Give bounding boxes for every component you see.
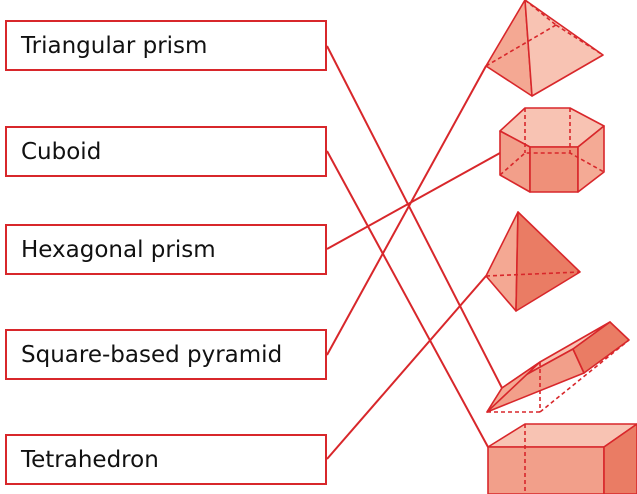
tetrahedron-shape	[485, 211, 581, 312]
connector-tetrahedron	[326, 275, 487, 460]
connector-hexagonal-prism	[326, 152, 501, 250]
label-hexagonal-prism: Hexagonal prism	[5, 224, 327, 275]
connector-triangular-prism	[326, 45, 503, 389]
connector-lines	[326, 45, 503, 460]
label-triangular-prism: Triangular prism	[5, 20, 327, 71]
connector-cuboid	[326, 150, 489, 448]
label-square-based-pyramid: Square-based pyramid	[5, 329, 327, 380]
hexagonal-prism-shape	[499, 107, 605, 193]
label-cuboid: Cuboid	[5, 126, 327, 177]
cuboid-shape	[487, 423, 637, 494]
label-tetrahedron: Tetrahedron	[5, 434, 327, 485]
triangular-prism-shape	[486, 321, 630, 413]
square-based-pyramid-shape	[485, 0, 604, 97]
connector-square-based-pyramid	[326, 65, 487, 356]
